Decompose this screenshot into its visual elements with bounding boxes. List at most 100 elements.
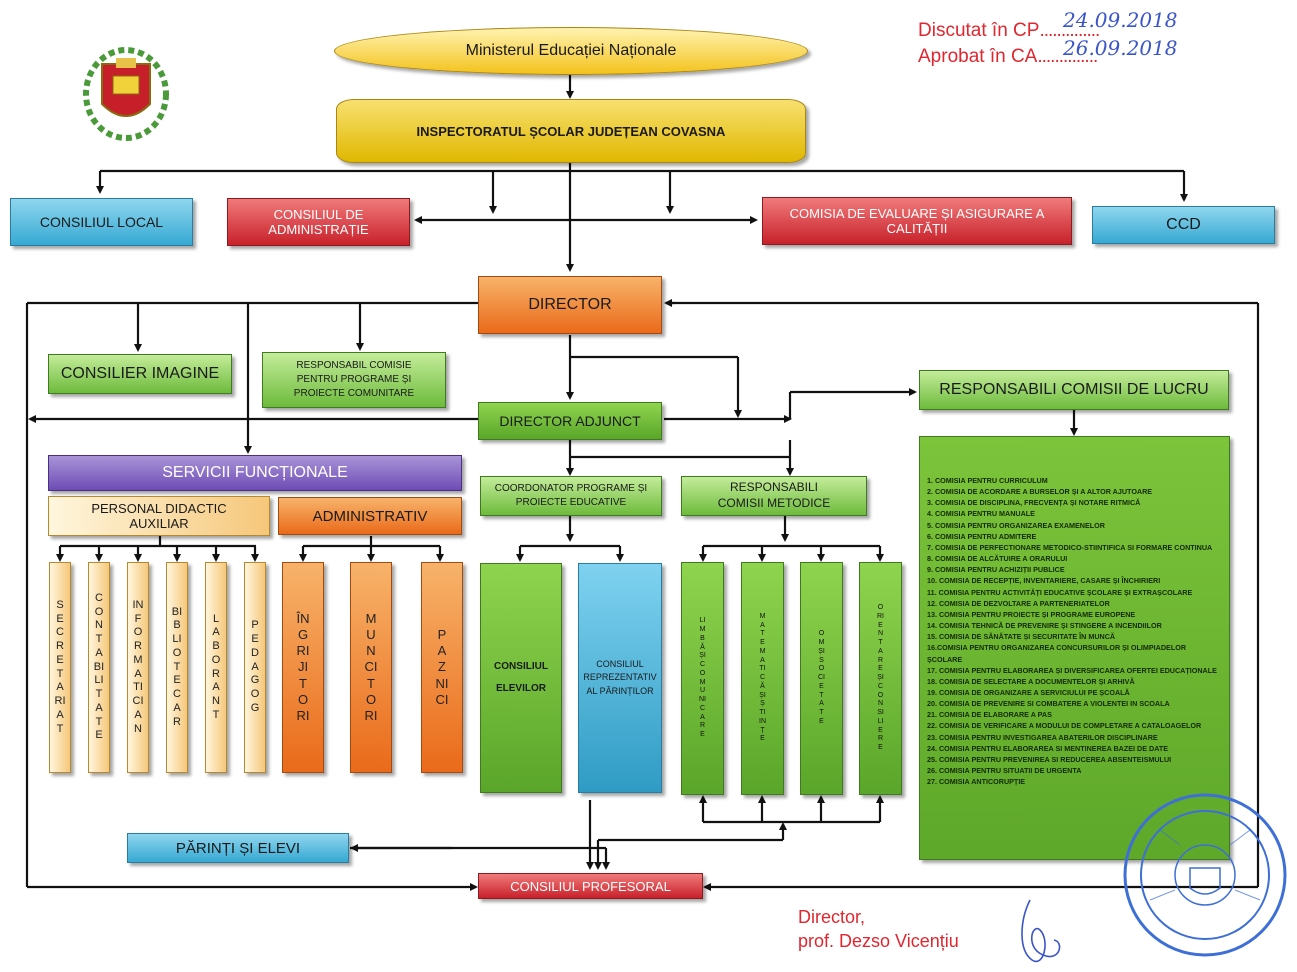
node-consiliul-parintilor: CONSILIUL REPREZENTATIV AL PĂRINȚILOR [578,563,662,793]
node-consiliul-profesoral: CONSILIUL PROFESORAL [478,873,703,899]
node-inspectorat-label: INSPECTORATUL ȘCOLAR JUDEȚEAN COVASNA [416,123,726,139]
node-coordonator: COORDONATOR PROGRAME ȘI PROIECTE EDUCATI… [480,476,662,516]
node-personal-didactic: PERSONAL DIDACTIC AUXILIAR [48,496,270,536]
responsabili-comisii-lucru-label: RESPONSABILI COMISII DE LUCRU [939,381,1209,398]
node-responsabil-comisie: RESPONSABIL COMISIE PENTRU PROGRAME ȘI P… [262,352,446,408]
coordonator-label: COORDONATOR PROGRAME ȘI PROIECTE EDUCATI… [494,483,648,508]
node-responsabili-comisii-lucru: RESPONSABILI COMISII DE LUCRU [919,370,1229,410]
node-parinti-elevi: PĂRINȚI ȘI ELEVI [127,833,349,863]
discutat-date: 24.09.2018 [1063,8,1178,32]
comisie-item: 8. COMISIA DE ALCĂTUIRE A ORARULUI [927,554,1068,564]
node-servicii-functionale: SERVICII FUNCȚIONALE [48,455,462,491]
metodice-column-0: LIMBĂȘICOMUNICARE [681,562,724,795]
auxiliar-column-1: CONTABILITATE [88,562,110,773]
consiliul-admin-label: CONSILIUL DE ADMINISTRAȚIE [268,207,369,237]
parinti-elevi-label: PĂRINȚI ȘI ELEVI [175,839,301,857]
comisia-evaluare-label: COMISIA DE EVALUARE ȘI ASIGURARE A CALIT… [789,206,1045,236]
metodice-column-label: ORIENTAREȘICONSILIERE [877,604,884,752]
comisie-item: 25. COMISIA PENTRU PREVENIREA SI REDUCER… [927,754,1172,764]
node-director-adjunct: DIRECTOR ADJUNCT [478,402,662,440]
node-inspectorat: INSPECTORATUL ȘCOLAR JUDEȚEAN COVASNA [336,99,806,163]
comisie-item: 24. COMISIA PENTRU ELABORAREA SI MENTINE… [927,743,1169,753]
auxiliar-column-4: LABORANT [205,562,227,773]
node-consiliul-administratie: CONSILIUL DE ADMINISTRAȚIE [227,198,410,246]
admin-column-1: MUNCITORI [350,562,392,773]
auxiliar-column-3: BIBLIOTECAR [166,562,188,773]
node-ccd: CCD [1092,206,1275,244]
consiliul-elevilor-label: CONSILIUL ELEVILOR [494,661,548,694]
auxiliar-column-5: PEDAGOG [244,562,266,773]
comisie-item: 5. COMISIA PENTRU ORGANIZAREA EXAMENELOR [927,520,1105,530]
signature-line1: Director, [798,907,866,927]
approval-block: Discutat în CP.............. 24.09.2018 … [918,8,1178,67]
metodice-column-label: MATEMATICĂȘIȘTIINȚE [759,612,766,743]
comisie-item: 14. COMISIA TEHNICĂ DE PREVENIRE ȘI STIN… [927,621,1162,631]
comisie-item: 13. COMISIA PENTRU PROIECTE ȘI PROGRAME … [927,609,1136,619]
consiliul-profesoral-label: CONSILIUL PROFESORAL [510,878,671,894]
comisie-item: 10. COMISIA DE RECEPȚIE, INVENTARIERE, C… [927,576,1161,586]
node-administrativ: ADMINISTRATIV [278,497,462,535]
comisie-item: 20. COMISIA DE PREVENIRE SI COMBATERE A … [927,699,1170,709]
auxiliar-column-label: CONTABILITATE [93,591,105,742]
comisie-item: 27. COMISIA ANTICORUPȚIE [927,777,1026,787]
auxiliar-column-0: SECRETARIAT [49,562,71,773]
comisie-item: 12. COMISIA DE DEZVOLTARE A PARTENERIATE… [927,598,1110,608]
node-consilier-imagine: CONSILIER IMAGINE [48,354,232,394]
comisie-item: 11. COMISIA PENTRU ACTIVITĂȚI EDUCATIVE … [927,587,1193,597]
comisie-item: 19. COMISIA DE ORGANIZARE A SERVICIULUI … [927,687,1130,697]
metodice-column-2: OMȘISOCIETATE [800,562,843,795]
admin-column-2: PAZNICI [421,562,463,773]
admin-column-0: ÎNGRIJITORI [282,562,324,773]
admin-column-label: MUNCITORI [364,610,378,724]
comisie-item: 21. COMISIA DE ELABORARE A PAS [927,710,1052,720]
director-label: DIRECTOR [528,296,612,313]
servicii-functionale-label: SERVICII FUNCȚIONALE [162,464,348,481]
consiliul-local-label: CONSILIUL LOCAL [39,214,164,230]
auxiliar-column-label: BIBLIOTECAR [171,605,183,728]
responsabili-metodice-label: RESPONSABILI COMISII METODICE [717,480,831,510]
aprobat-label: Aprobat în CA [918,46,1038,67]
discutat-label: Discutat în CP [918,20,1040,41]
node-consiliul-local: CONSILIUL LOCAL [10,198,193,246]
comisie-item: 16.COMISIA PENTRU ORGANIZAREA CONCURSURI… [927,643,1187,664]
responsabil-comisie-label: RESPONSABIL COMISIE PENTRU PROGRAME ȘI P… [293,360,415,399]
node-responsabili-metodice: RESPONSABILI COMISII METODICE [681,476,867,516]
node-comisia-evaluare: COMISIA DE EVALUARE ȘI ASIGURARE A CALIT… [762,197,1072,245]
aprobat-date: 26.09.2018 [1063,36,1178,60]
auxiliar-column-label: INFORMATICIAN [132,598,144,735]
metodice-column-1: MATEMATICĂȘIȘTIINȚE [741,562,784,795]
comisie-item: 7. COMISIA DE PERFECTIONARE METODICO-STI… [927,542,1213,552]
node-minister: Ministerul Educației Naționale [334,27,808,75]
comisie-item: 22. COMISIA DE VERIFICARE A MODULUI DE C… [927,721,1202,731]
comisii-list: 1. COMISIA PENTRU CURRICULUM 2. COMISIA D… [927,475,1223,787]
comisie-item: 4. COMISIA PENTRU MANUALE [927,509,1035,519]
auxiliar-column-label: SECRETARIAT [54,598,66,735]
school-logo [80,42,172,142]
comisie-item: 15. COMISIA DE SĂNĂTATE ȘI SECURITATE ÎN… [927,632,1116,642]
director-adjunct-label: DIRECTOR ADJUNCT [499,413,641,429]
metodice-column-label: LIMBĂȘICOMUNICARE [699,617,706,738]
admin-column-label: ÎNGRIJITORI [296,610,310,724]
comisie-item: 2. COMISIA DE ACORDARE A BURSELOR ȘI A A… [927,487,1153,497]
node-consiliul-elevilor: CONSILIUL ELEVILOR [480,563,562,793]
comisie-item: 17. COMISIA PENTRU ELABORAREA ȘI DIVERSI… [927,665,1217,675]
comisie-item: 9. COMISIA PENTRU ACHIZIȚII PUBLICE [927,565,1065,575]
personal-didactic-label: PERSONAL DIDACTIC AUXILIAR [91,501,227,531]
signature-line2: prof. Dezso Vicențiu [798,931,959,952]
comisie-item: 1. COMISIA PENTRU CURRICULUM [927,476,1048,485]
ccd-label: CCD [1166,216,1201,233]
administrativ-label: ADMINISTRATIV [312,507,428,525]
consilier-imagine-label: CONSILIER IMAGINE [60,365,220,382]
comisie-item: 6. COMISIA PENTRU ADMITERE [927,531,1037,541]
comisie-item: 23. COMISIA PENTRU INVESTIGAREA ABATERIL… [927,732,1158,742]
node-director: DIRECTOR [478,276,662,334]
admin-column-label: PAZNICI [435,626,449,707]
official-stamp [1123,793,1287,957]
node-minister-label: Ministerul Educației Naționale [465,42,677,59]
handwritten-signature [1021,899,1061,963]
metodice-column-3: ORIENTAREȘICONSILIERE [859,562,902,795]
auxiliar-column-label: PEDAGOG [250,619,260,714]
auxiliar-column-2: INFORMATICIAN [127,562,149,773]
comisii-list-panel: 1. COMISIA PENTRU CURRICULUM 2. COMISIA D… [919,436,1230,860]
